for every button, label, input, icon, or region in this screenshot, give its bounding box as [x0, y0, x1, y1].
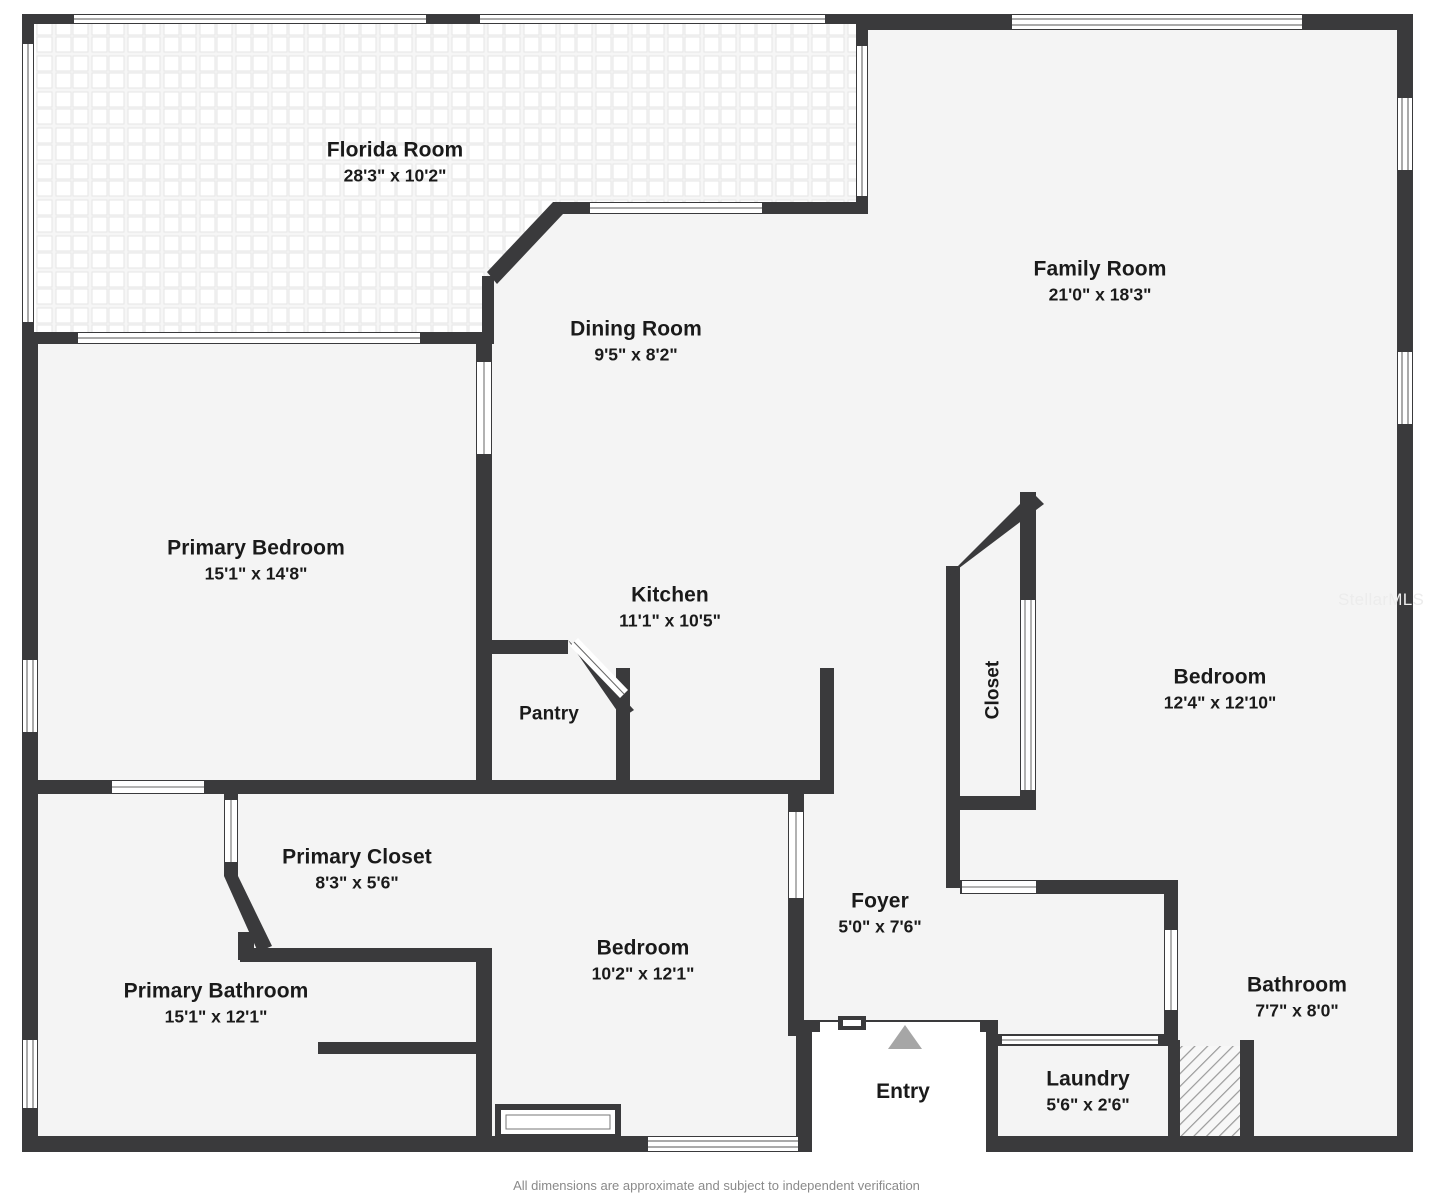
wall-primary-bath-right: [476, 948, 492, 1152]
wall-laundry-left-hatch: [1168, 1040, 1180, 1140]
wall-exterior-right: [1397, 14, 1413, 1152]
wall-closet2-bottom: [946, 796, 1036, 810]
wall-florida-diagonal: [487, 202, 563, 284]
entry-label: Entry: [876, 1080, 930, 1103]
window-left-primary-bed: [23, 660, 37, 732]
fill-florida-room: [36, 22, 868, 338]
exterior-window-lines-left: [26, 660, 34, 1108]
exterior-window-lines-right: [1401, 98, 1409, 424]
exterior-window-lines-bottom: [495, 1104, 798, 1148]
wall-primary-bath-stub: [318, 1042, 490, 1054]
fill-main-body: [36, 22, 1413, 1152]
entry-arrow-icon: [888, 1025, 922, 1049]
footer-disclaimer: All dimensions are approximate and subje…: [513, 1178, 920, 1193]
wall-kitchen-bottom: [616, 780, 832, 794]
door-closet2: [1021, 600, 1035, 790]
wall-pantry-top: [492, 640, 568, 654]
window-right-2: [1398, 352, 1412, 424]
wall-closet2-left: [946, 566, 960, 808]
walls: [22, 14, 1413, 1152]
wall-exterior-bottom-right: [986, 1136, 1413, 1152]
wall-closet2-diagonal: [946, 492, 1044, 578]
window-right-1: [1398, 98, 1412, 170]
window-bottom-2: [648, 1137, 798, 1151]
room-fills: [36, 22, 1413, 1152]
exterior-windows-top: [1012, 15, 1302, 29]
wall-florida-diag-leg: [482, 276, 494, 344]
florida-window-lines: [27, 18, 863, 339]
wall-entry-left: [796, 1020, 812, 1152]
wall-primary-bath-top: [240, 948, 488, 962]
window-left-primary-bath: [23, 1040, 37, 1108]
wall-pantry-right: [616, 668, 630, 788]
window-top-family-lines: [1012, 18, 1302, 26]
wall-florida-top: [22, 14, 888, 24]
wall-kitchen-right: [820, 668, 834, 794]
wall-closet2-stub-left: [946, 796, 960, 888]
wall-entry-right: [986, 1020, 998, 1152]
window-top-family: [1012, 15, 1302, 29]
fill-hatched-closet: [1176, 1046, 1248, 1142]
watermark: StellarMLS: [1338, 590, 1425, 609]
wall-closet-diagonal: [224, 876, 272, 952]
wall-exterior-left-lower: [22, 332, 38, 1152]
wall-laundry-right: [1240, 1040, 1254, 1140]
wall-bedroom2-bottom: [1036, 880, 1178, 894]
